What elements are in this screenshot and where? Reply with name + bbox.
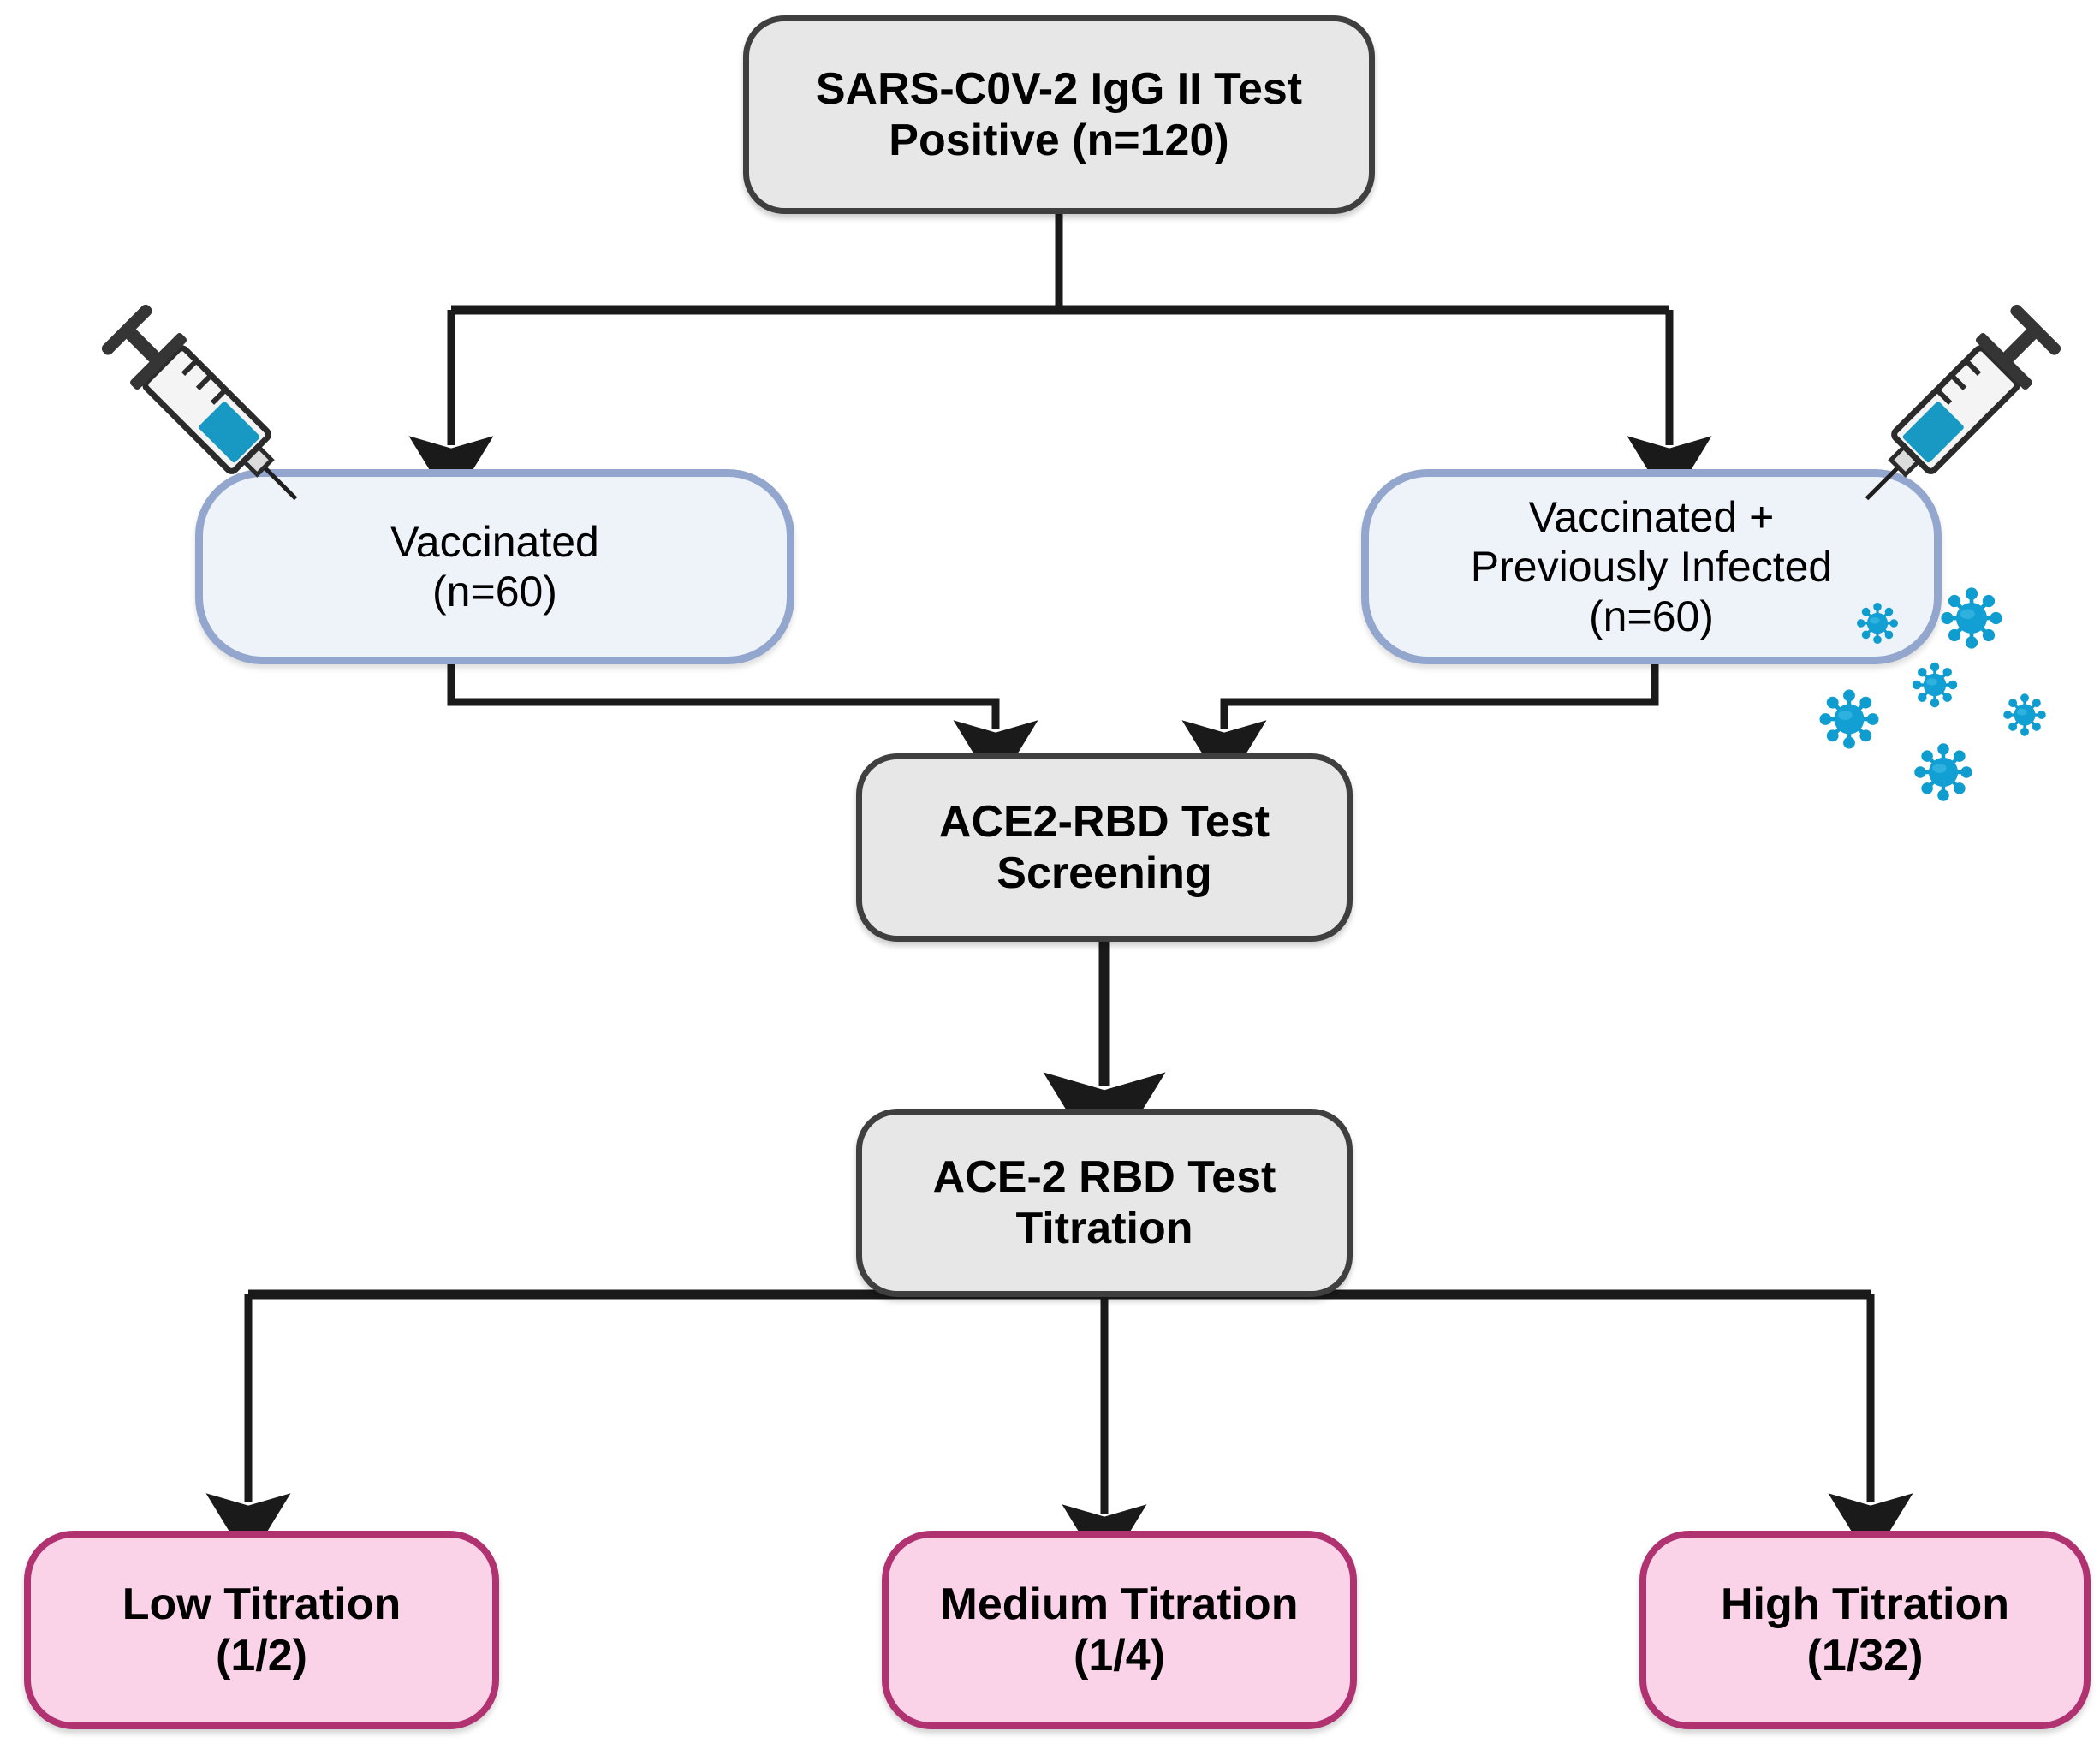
connector-igg-to-cohorts xyxy=(408,214,1712,506)
node-igg-test-line2: Positive (n=120) xyxy=(889,116,1229,165)
node-high-titration-line1: High Titration xyxy=(1720,1579,2009,1629)
node-low-titration[interactable]: Low Titration (1/2) xyxy=(24,1531,499,1729)
node-high-titration-line2: (1/32) xyxy=(1806,1631,1924,1681)
node-vaccinated-line2: (n=60) xyxy=(432,568,557,616)
node-vaccinated-infected-line3: (n=60) xyxy=(1589,592,1714,640)
node-ace2-screening-line2: Screening xyxy=(996,848,1212,898)
virus-particle xyxy=(1943,590,2001,647)
node-igg-test[interactable]: SARS-C0V-2 IgG II Test Positive (n=120) xyxy=(743,15,1375,214)
node-medium-titration[interactable]: Medium Titration (1/4) xyxy=(882,1531,1357,1729)
node-vaccinated-previously-infected[interactable]: Vaccinated + Previously Infected (n=60) xyxy=(1361,469,1942,664)
node-medium-titration-line1: Medium Titration xyxy=(940,1579,1299,1629)
connector-titration-to-outcomes xyxy=(205,1289,1913,1574)
node-vaccinated-line1: Vaccinated xyxy=(390,518,599,566)
node-ace2-titration-line2: Titration xyxy=(1015,1204,1193,1253)
virus-particle xyxy=(1822,692,1877,747)
connector-vaccinated-to-screening xyxy=(447,664,1038,790)
node-medium-titration-line2: (1/4) xyxy=(1074,1631,1165,1681)
virus-particle xyxy=(2003,693,2046,736)
node-low-titration-line2: (1/2) xyxy=(216,1631,307,1681)
virus-particle xyxy=(1912,662,1958,708)
node-vaccinated-infected-line2: Previously Infected xyxy=(1470,543,1833,591)
node-ace2-screening-line1: ACE2-RBD Test xyxy=(938,796,1270,847)
node-ace2-rbd-test-titration[interactable]: ACE-2 RBD Test Titration xyxy=(856,1109,1353,1297)
connector-infected-to-screening xyxy=(1181,664,1659,790)
node-igg-test-line1: SARS-C0V-2 IgG II Test xyxy=(815,63,1303,114)
node-ace2-titration-line1: ACE-2 RBD Test xyxy=(932,1151,1276,1202)
virus-particle xyxy=(1917,746,1971,800)
node-vaccinated-infected-line1: Vaccinated + xyxy=(1528,493,1775,541)
node-high-titration[interactable]: High Titration (1/32) xyxy=(1639,1531,2091,1729)
node-low-titration-line1: Low Titration xyxy=(122,1579,402,1629)
node-vaccinated[interactable]: Vaccinated (n=60) xyxy=(195,469,794,664)
node-ace2-rbd-test-screening[interactable]: ACE2-RBD Test Screening xyxy=(856,753,1353,942)
